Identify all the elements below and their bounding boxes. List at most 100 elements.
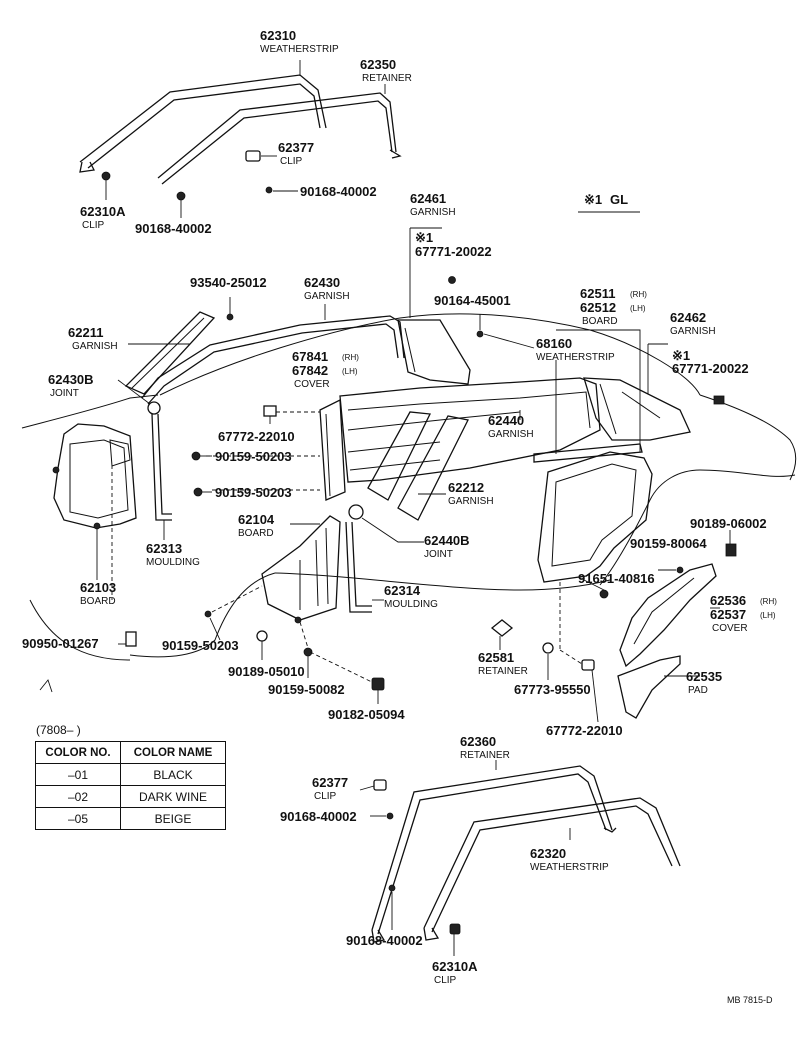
label-62581: 62581	[478, 650, 514, 665]
color-no-cell: –05	[35, 807, 121, 830]
color-no-header: COLOR NO.	[35, 741, 121, 764]
table-row: –02 DARK WINE	[35, 785, 226, 808]
label-62535-name: PAD	[688, 685, 708, 696]
label-93540: 93540-25012	[190, 275, 267, 290]
color-table-caption: (7808– )	[36, 723, 81, 737]
label-62310: 62310	[260, 28, 296, 43]
label-90168-top-left: 90168-40002	[135, 221, 212, 236]
label-62310-name: WEATHERSTRIP	[260, 44, 339, 55]
legend-text: GL	[610, 192, 628, 207]
label-62440B: 62440B	[424, 533, 470, 548]
screw-93540	[226, 297, 234, 321]
nut-90189-lower	[256, 630, 268, 660]
label-67771-mark-b: ※1	[672, 348, 690, 363]
label-67842-name: COVER	[294, 379, 330, 390]
label-68160-name: WEATHERSTRIP	[536, 352, 615, 363]
screw-90168-top-right	[265, 186, 298, 194]
garnish-62462	[583, 343, 725, 441]
label-90159-a: 90159-50203	[215, 449, 292, 464]
label-62310A-bottom-name: CLIP	[434, 975, 457, 986]
garnish-62212	[367, 411, 469, 521]
color-name-cell: DARK WINE	[120, 785, 226, 808]
car-body-outline	[21, 313, 797, 661]
retainer-62360-bottom	[371, 760, 617, 943]
label-67771-a: 67771-20022	[415, 244, 492, 259]
joint-62440B	[348, 504, 424, 543]
color-name-cell: BLACK	[120, 763, 226, 786]
label-62310A-top: 62310A	[80, 204, 126, 219]
label-62511-side: (RH)	[630, 290, 647, 299]
nut-90189-right	[725, 530, 737, 557]
label-90189-lower: 90189-05010	[228, 664, 305, 679]
drawing-code: MB 7815-D	[727, 995, 773, 1005]
label-67771-mark-a: ※1	[415, 230, 433, 245]
label-67772-right: 67772-22010	[546, 723, 623, 738]
label-62461: 62461	[410, 191, 446, 206]
label-62581-name: RETAINER	[478, 666, 528, 677]
label-62440-name: GARNISH	[488, 429, 534, 440]
label-67841-side: (RH)	[342, 353, 359, 362]
fastener-67772-left	[263, 405, 320, 424]
color-name-header: COLOR NAME	[120, 741, 226, 764]
label-62430: 62430	[304, 275, 340, 290]
board-62104	[261, 515, 341, 624]
label-62377-top-name: CLIP	[280, 156, 303, 167]
label-62537-name: COVER	[712, 623, 748, 634]
garnish-62461	[397, 227, 471, 385]
label-67773: 67773-95550	[514, 682, 591, 697]
cover-67842	[319, 398, 346, 501]
label-62310A-top-name: CLIP	[82, 220, 105, 231]
weatherstrip-62310-top	[79, 60, 327, 173]
label-62430-name: GARNISH	[304, 291, 350, 302]
label-62430B-name: JOINT	[50, 388, 79, 399]
screw-90168-bottom-b	[388, 884, 396, 930]
screw-90159-lower-b	[299, 621, 377, 685]
label-62320-name: WEATHERSTRIP	[530, 862, 609, 873]
label-62535: 62535	[686, 669, 722, 684]
label-62536-side: (RH)	[760, 597, 777, 606]
label-90164: 90164-45001	[434, 293, 511, 308]
label-67772-left: 67772-22010	[218, 429, 295, 444]
pad-62535	[617, 655, 700, 719]
label-62313: 62313	[146, 541, 182, 556]
label-62512-side: (LH)	[630, 304, 646, 313]
screw-90159-left-a	[191, 451, 320, 461]
label-62360-name: RETAINER	[460, 750, 510, 761]
color-no-cell: –01	[35, 763, 121, 786]
moulding-62314	[345, 521, 384, 613]
label-62313-name: MOULDING	[146, 557, 200, 568]
clip-62310A-top	[101, 171, 111, 200]
table-row: –05 BEIGE	[35, 807, 226, 830]
moulding-62313	[151, 413, 172, 540]
label-62430B: 62430B	[48, 372, 94, 387]
color-table: COLOR NO. COLOR NAME –01 BLACK –02 DARK …	[35, 741, 226, 830]
screw-90159-left-b	[193, 487, 320, 497]
label-62320: 62320	[530, 846, 566, 861]
label-62377-bottom: 62377	[312, 775, 348, 790]
joint-62430B	[117, 379, 161, 415]
cover-62537	[619, 563, 720, 668]
label-62537-side: (LH)	[760, 611, 776, 620]
color-name-cell: BEIGE	[120, 807, 226, 830]
label-62314-name: MOULDING	[384, 599, 438, 610]
label-62440: 62440	[488, 413, 524, 428]
label-62211-name: GARNISH	[72, 341, 118, 352]
clip-62377-top	[245, 150, 277, 162]
label-62360: 62360	[460, 734, 496, 749]
label-62537: 62537	[710, 607, 746, 622]
clip-62377-bottom	[359, 779, 387, 791]
color-no-cell: –02	[35, 785, 121, 808]
label-62377-top: 62377	[278, 140, 314, 155]
label-90159-d: 90159-50082	[268, 682, 345, 697]
label-90950: 90950-01267	[22, 636, 99, 651]
retainer-62350-top	[157, 84, 402, 185]
label-90168-bottom-a: 90168-40002	[280, 809, 357, 824]
label-62536: 62536	[710, 593, 746, 608]
label-62461-name: GARNISH	[410, 207, 456, 218]
grommet-67773	[542, 642, 554, 680]
fastener-67772-right	[559, 649, 599, 723]
label-90168-top-right: 90168-40002	[300, 184, 377, 199]
legend-mark: ※1	[584, 192, 602, 207]
label-62440B-name: JOINT	[424, 549, 453, 560]
